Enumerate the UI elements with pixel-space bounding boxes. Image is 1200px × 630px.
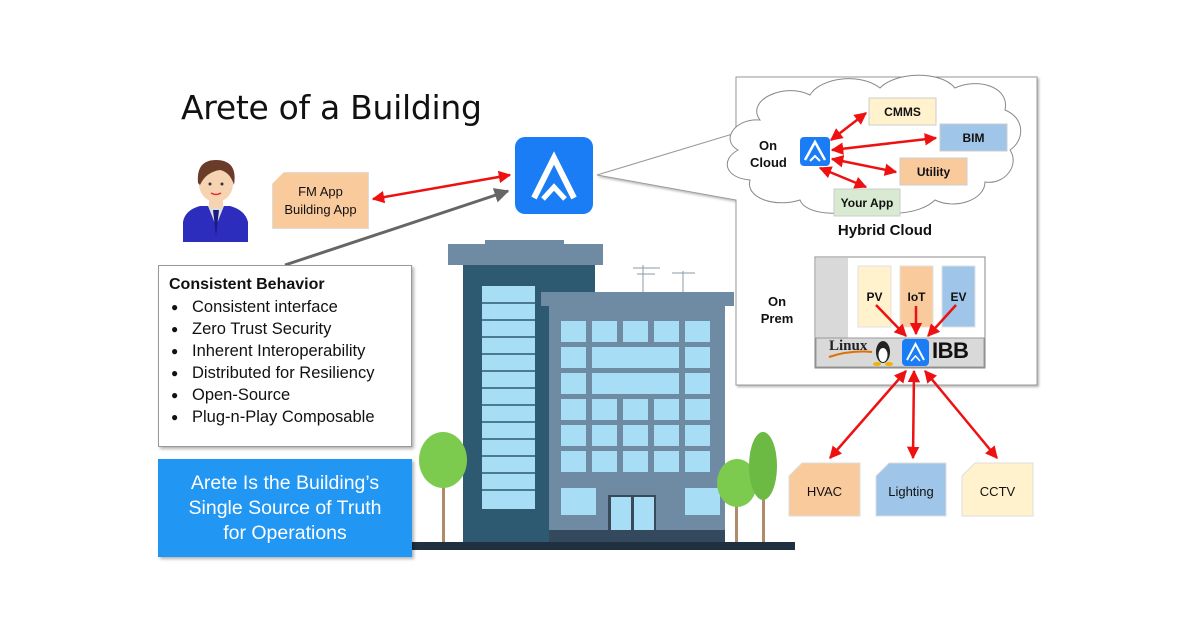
- module-arrows: [875, 304, 957, 337]
- utility-label: Utility: [916, 164, 951, 179]
- utility-box[interactable]: [899, 157, 968, 186]
- bim-box[interactable]: [939, 123, 1008, 152]
- hybrid-cloud-caption: Hybrid Cloud: [837, 222, 933, 239]
- building-window: [592, 347, 679, 368]
- list-item: Inherent Interoperability: [169, 340, 411, 362]
- list-item: Consistent interface: [169, 296, 411, 318]
- your-app-box[interactable]: [833, 188, 901, 217]
- page-title: Arete of a Building: [181, 88, 482, 127]
- building-window: [561, 321, 586, 342]
- linux-penguin-icon: [828, 341, 893, 366]
- your-app-label: Your App: [840, 195, 894, 210]
- building-window: [654, 425, 679, 446]
- building-window: [592, 399, 617, 420]
- banner-line: for Operations: [223, 521, 347, 544]
- building-window: [623, 451, 648, 472]
- ev-label: EV: [950, 290, 967, 304]
- list-item: Plug-n-Play Composable: [169, 406, 411, 428]
- building-window: [561, 399, 586, 420]
- building-window: [685, 425, 710, 446]
- building-window: [654, 399, 679, 420]
- device-arrows: [829, 369, 998, 460]
- building-app-label: Building App: [284, 201, 357, 217]
- on-prem-line2: Prem: [760, 311, 794, 326]
- building-window: [623, 399, 648, 420]
- on-prem-label: On Prem: [757, 293, 797, 327]
- building-window: [685, 321, 710, 342]
- building-window: [654, 451, 679, 472]
- building-window: [592, 425, 617, 446]
- building-window: [685, 451, 710, 472]
- building-window: [685, 399, 710, 420]
- bim-label: BIM: [962, 130, 985, 145]
- building-window: [592, 373, 679, 394]
- behavior-arete-arrow: [284, 188, 510, 267]
- building-window: [685, 488, 720, 515]
- cmms-box[interactable]: [868, 97, 937, 126]
- building-window: [561, 347, 586, 368]
- pv-label: PV: [866, 290, 883, 304]
- pv-module[interactable]: [857, 265, 892, 328]
- cctv-box[interactable]: [961, 462, 1034, 517]
- list-item: Zero Trust Security: [169, 318, 411, 340]
- arete-main-logo: [515, 137, 593, 214]
- building-window: [623, 425, 648, 446]
- cloud-arrows: [818, 112, 938, 189]
- lighting-box[interactable]: [875, 462, 947, 517]
- building-window: [561, 451, 586, 472]
- behavior-heading: Consistent Behavior: [169, 276, 325, 293]
- cctv-label: CCTV: [979, 483, 1016, 499]
- list-item: Distributed for Resiliency: [169, 362, 411, 384]
- on-prem-line1: On: [767, 294, 787, 309]
- banner-line: Arete Is the Building’s: [190, 471, 380, 494]
- on-cloud-line2: Cloud: [750, 155, 787, 170]
- single-source-truth-banner: Arete Is the Building’s Single Source of…: [158, 459, 412, 557]
- on-cloud-line1: On: [758, 138, 778, 153]
- fm-app-box[interactable]: FM App Building App: [272, 172, 369, 229]
- building-window: [561, 373, 586, 394]
- linux-label: Linux: [829, 338, 868, 354]
- iot-label: IoT: [907, 290, 926, 304]
- building-window: [592, 451, 617, 472]
- banner-line: Single Source of Truth: [188, 496, 382, 519]
- building-window: [654, 321, 679, 342]
- user-avatar-icon: [183, 160, 248, 242]
- on-cloud-label: On Cloud: [750, 137, 787, 171]
- lighting-label: Lighting: [888, 483, 934, 499]
- cmms-label: CMMS: [884, 104, 921, 119]
- building-window: [685, 347, 710, 368]
- arete-ibb-logo: [902, 339, 929, 366]
- building-illustration: [412, 240, 795, 550]
- building-window: [561, 425, 586, 446]
- hvac-label: HVAC: [806, 483, 843, 499]
- hvac-box[interactable]: [788, 462, 861, 517]
- building-window: [623, 321, 648, 342]
- building-window: [561, 488, 596, 515]
- behavior-list: Consistent interface Zero Trust Security…: [169, 296, 411, 428]
- arete-cloud-logo: [800, 137, 830, 166]
- ibb-label: IBB: [932, 338, 969, 363]
- fm-arete-arrow: [371, 170, 512, 204]
- ev-module[interactable]: [941, 265, 976, 328]
- building-window: [685, 373, 710, 394]
- list-item: Open-Source: [169, 384, 411, 406]
- consistent-behavior-box: Consistent Behavior Consistent interface…: [158, 265, 412, 447]
- fm-app-label: FM App: [298, 183, 343, 199]
- building-window: [592, 321, 617, 342]
